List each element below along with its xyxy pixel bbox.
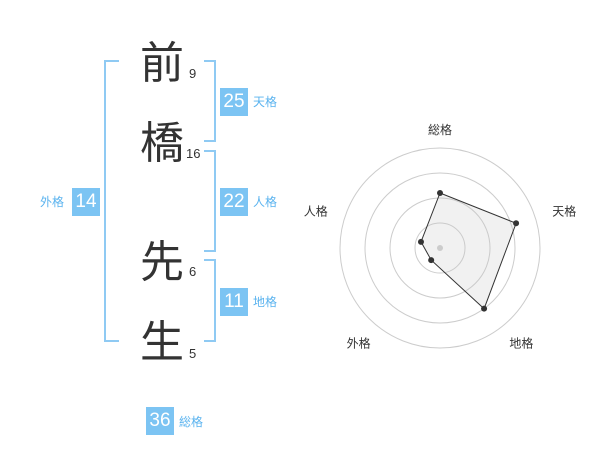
radar-axis-label: 外格 xyxy=(347,335,371,350)
stroke-count-3: 6 xyxy=(189,264,197,279)
radar-ring xyxy=(414,222,466,274)
jinkaku-label: 人格 xyxy=(253,195,278,209)
chikaku-bracket xyxy=(204,259,216,342)
radar-point xyxy=(417,238,424,245)
name-char-3: 先 xyxy=(140,237,184,288)
chikaku-label: 地格 xyxy=(253,295,278,309)
chikaku-value: 11 xyxy=(220,288,248,316)
radar-point xyxy=(437,190,443,196)
radar-ring xyxy=(339,147,541,349)
radar-axis-label: 地格 xyxy=(509,335,533,350)
radar-ring xyxy=(364,172,516,324)
name-char-2: 橋 xyxy=(140,118,184,169)
radar-axis-label: 総格 xyxy=(428,122,452,137)
radar-axis-label: 人格 xyxy=(304,204,328,219)
name-char-1: 前 xyxy=(140,38,184,89)
tenkaku-bracket xyxy=(204,60,216,142)
radar-point xyxy=(428,257,435,264)
stroke-count-4: 5 xyxy=(189,346,197,361)
gaikaku-value: 14 xyxy=(72,188,100,216)
tenkaku-value: 25 xyxy=(220,88,248,116)
tenkaku-label: 天格 xyxy=(253,95,278,109)
gaikaku-label: 外格 xyxy=(40,195,65,209)
radar-center xyxy=(437,245,443,251)
soukaku-label: 総格 xyxy=(179,415,204,429)
radar-ring xyxy=(389,197,491,299)
stroke-count-2: 16 xyxy=(186,146,201,161)
soukaku-value: 36 xyxy=(146,407,174,435)
radar-point xyxy=(513,220,520,227)
radar-point xyxy=(481,305,488,312)
gaikaku-bracket xyxy=(104,60,119,342)
radar-axis-label: 天格 xyxy=(552,204,576,219)
name-char-4: 生 xyxy=(140,317,184,368)
radar-series-polygon xyxy=(420,192,517,310)
stroke-count-1: 9 xyxy=(189,66,197,81)
jinkaku-bracket xyxy=(204,150,216,252)
jinkaku-value: 22 xyxy=(220,188,248,216)
